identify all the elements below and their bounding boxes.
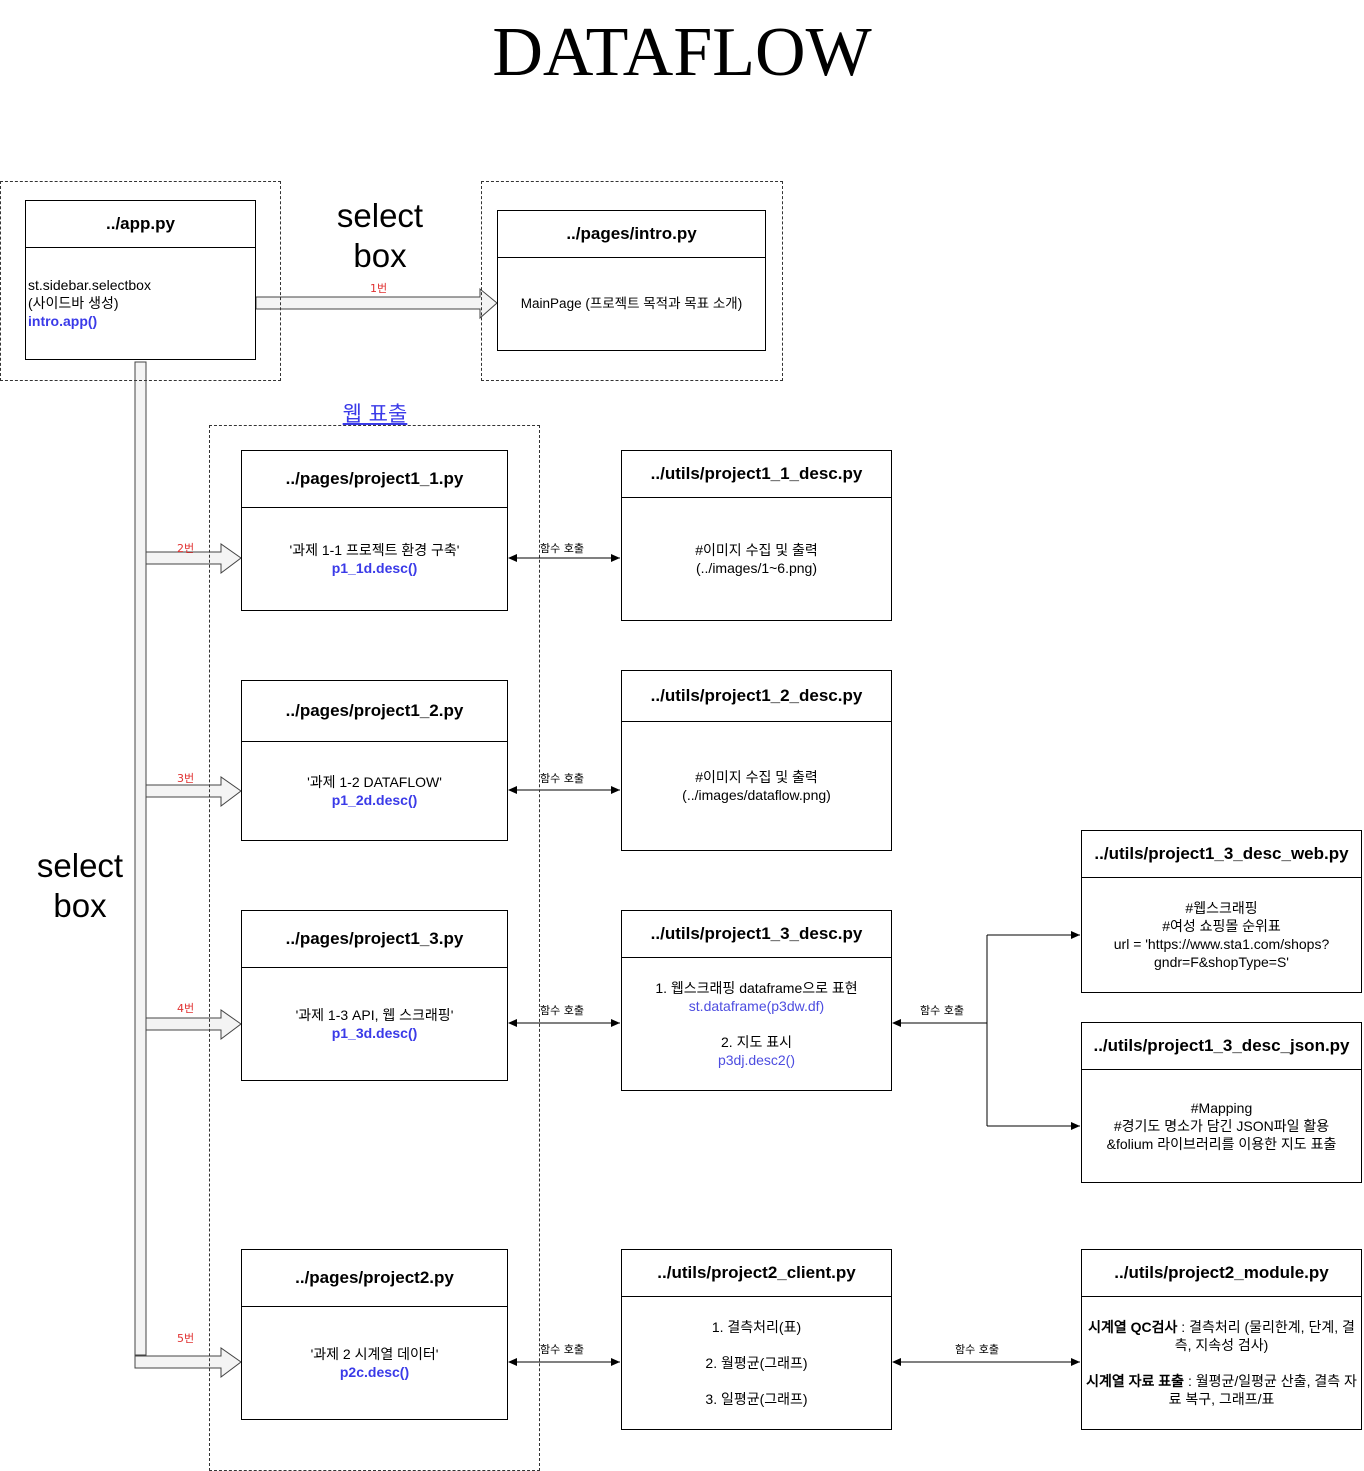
utils1-1-node: ../utils/project1_1_desc.py #이미지 수집 및 출력… xyxy=(621,450,892,621)
utils1-3-json-node: ../utils/project1_3_desc_json.py #Mappin… xyxy=(1081,1022,1362,1183)
utils1-3-web-node: ../utils/project1_3_desc_web.py #웹스크래핑 #… xyxy=(1081,830,1362,993)
arrow-to-p2 xyxy=(134,1347,242,1378)
utils1-2-node: ../utils/project1_2_desc.py #이미지 수집 및 출력… xyxy=(621,670,892,851)
arrow-to-p1-1 xyxy=(145,543,242,574)
call-label-4: 함수 호출 xyxy=(540,1343,584,1356)
project1-1-node: ../pages/project1_1.py '과제 1-1 프로젝트 환경 구… xyxy=(241,450,508,611)
project2-call: p2c.desc() xyxy=(339,1363,410,1380)
project1-2-node: ../pages/project1_2.py '과제 1-2 DATAFLOW'… xyxy=(241,680,508,841)
project2-client-node: ../utils/project2_client.py 1. 결측처리(표) 2… xyxy=(621,1249,892,1430)
utils1-3-call-2: p3dj.desc2() xyxy=(717,1051,796,1068)
project1-3-title: ../pages/project1_3.py xyxy=(242,911,507,968)
arrow-app-intro xyxy=(255,287,498,320)
call-label-3: 함수 호출 xyxy=(540,1004,584,1017)
project2-module-title: ../utils/project2_module.py xyxy=(1082,1250,1361,1297)
project1-3-call: p1_3d.desc() xyxy=(331,1024,418,1041)
project1-3-node: ../pages/project1_3.py '과제 1-3 API, 웹 스크… xyxy=(241,910,508,1081)
arrow-to-p1-2 xyxy=(145,776,242,807)
step-1-label: 1번 xyxy=(370,282,388,295)
call-label-6: 함수 호출 xyxy=(955,1343,999,1356)
utils1-3-json-title: ../utils/project1_3_desc_json.py xyxy=(1082,1023,1361,1070)
intro-node: ../pages/intro.py MainPage (프로젝트 목적과 목표 … xyxy=(497,210,766,351)
step-4-label: 4번 xyxy=(177,1002,195,1015)
utils1-1-title: ../utils/project1_1_desc.py xyxy=(622,451,891,498)
app-group xyxy=(0,181,281,381)
intro-group xyxy=(481,181,783,381)
diagram-title: DATAFLOW xyxy=(492,14,872,91)
app-call: intro.app() xyxy=(28,313,98,329)
project2-node: ../pages/project2.py '과제 2 시계열 데이터' p2c.… xyxy=(241,1249,508,1420)
step-5-label: 5번 xyxy=(177,1332,195,1345)
step-2-label: 2번 xyxy=(177,542,195,555)
arrow-to-p1-3 xyxy=(145,1009,242,1040)
app-line-2: (사이드바 생성) xyxy=(28,295,119,311)
project1-1-title: ../pages/project1_1.py xyxy=(242,451,507,508)
project2-client-title: ../utils/project2_client.py xyxy=(622,1250,891,1297)
project2-module-node: ../utils/project2_module.py 시계열 QC검사 : 결… xyxy=(1081,1249,1362,1430)
call-label-5: 함수 호출 xyxy=(920,1004,964,1017)
project2-title: ../pages/project2.py xyxy=(242,1250,507,1307)
project1-2-call: p1_2d.desc() xyxy=(331,791,418,808)
web-output-label: 웹 표출 xyxy=(342,402,408,426)
app-node-title: ../app.py xyxy=(26,201,255,248)
intro-line-1: MainPage (프로젝트 목적과 목표 소개) xyxy=(520,295,743,311)
utils1-2-title: ../utils/project1_2_desc.py xyxy=(622,671,891,722)
step-3-label: 3번 xyxy=(177,772,195,785)
utils1-3-call-1: st.dataframe(p3dw.df) xyxy=(688,997,825,1014)
trunk-arrow xyxy=(134,361,147,1356)
utils1-3-node: ../utils/project1_3_desc.py 1. 웹스크래핑 dat… xyxy=(621,910,892,1091)
intro-node-title: ../pages/intro.py xyxy=(498,211,765,258)
call-label-2: 함수 호출 xyxy=(540,772,584,785)
utils1-3-web-title: ../utils/project1_3_desc_web.py xyxy=(1082,831,1361,878)
project1-2-title: ../pages/project1_2.py xyxy=(242,681,507,742)
app-node: ../app.py st.sidebar.selectbox (사이드바 생성)… xyxy=(25,200,256,360)
call-label-1: 함수 호출 xyxy=(540,542,584,555)
utils1-3-title: ../utils/project1_3_desc.py xyxy=(622,911,891,958)
app-line-1: st.sidebar.selectbox xyxy=(28,277,151,293)
project1-1-call: p1_1d.desc() xyxy=(331,559,418,576)
